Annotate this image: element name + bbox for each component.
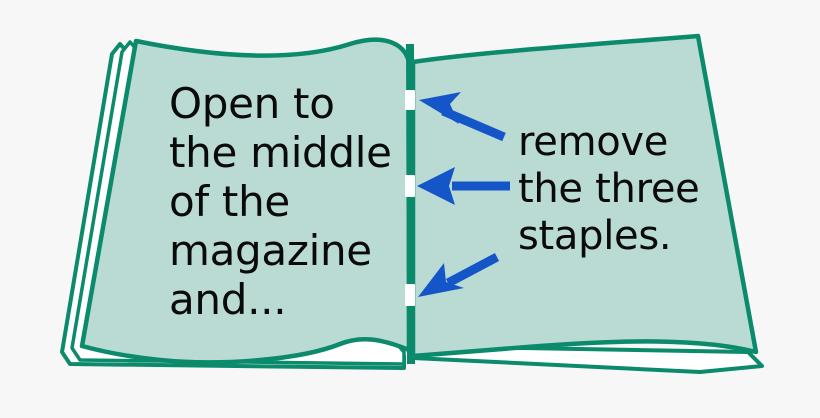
- right-page-line-3: staples.: [518, 213, 671, 259]
- staple-top: [405, 90, 415, 110]
- staples-group: [405, 90, 415, 306]
- left-page-line-3: of the: [169, 177, 290, 226]
- left-page-sheet: [79, 37, 412, 365]
- arrow-head-middle: [417, 167, 455, 205]
- left-page-line-1: Open to: [169, 79, 335, 128]
- right-page-line-1: remove: [518, 119, 668, 165]
- left-page-line-5: and...: [169, 275, 286, 324]
- right-page-line-2: the three: [518, 166, 699, 212]
- arrow-to-top-staple: [419, 92, 506, 142]
- arrow-to-bottom-staple: [418, 253, 500, 297]
- right-page-text: remove the three staples.: [518, 119, 700, 259]
- left-page-text: Open to the middle of the magazine and..…: [169, 79, 392, 324]
- arrow-head-top: [419, 92, 461, 124]
- staple-middle: [405, 175, 415, 197]
- staple-bottom: [405, 284, 415, 306]
- arrow-head-bottom: [418, 263, 464, 297]
- arrow-to-middle-staple: [417, 167, 510, 205]
- left-page-line-2: the middle: [169, 128, 392, 177]
- left-page-line-4: magazine: [169, 226, 372, 275]
- arrow-shaft-bottom: [445, 253, 500, 287]
- right-page-sheet: [410, 33, 759, 359]
